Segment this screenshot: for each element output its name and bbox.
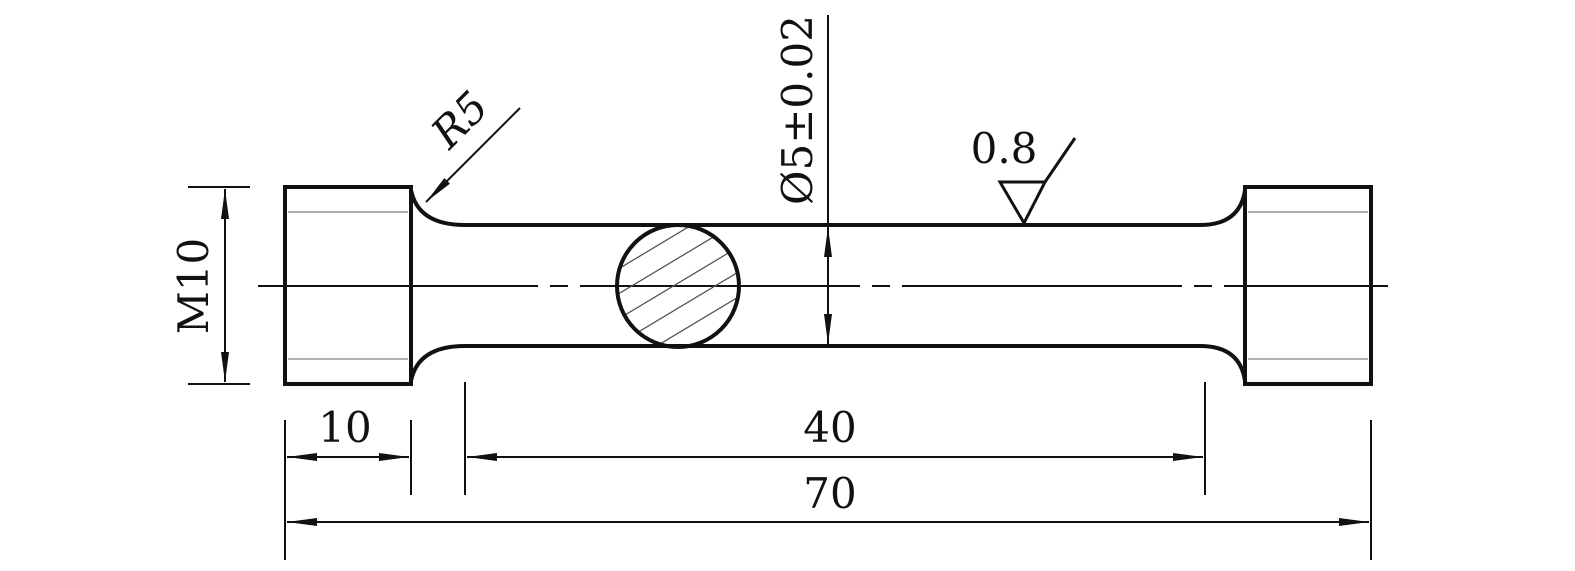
grip-length-dimension: 10 [284,403,412,560]
thread-dimension: M10 [169,186,250,385]
thread-label: M10 [169,238,218,334]
diameter-dimension: Ø5±0.02 [773,15,832,346]
radius-leader: R5 [421,82,521,203]
gauge-section-outline [409,189,1247,382]
grip-length-label: 10 [318,403,371,452]
roughness-label: 0.8 [971,124,1038,173]
roughness-symbol: 0.8 [971,124,1077,227]
total-length-dimension: 70 [287,420,1372,560]
diameter-label: Ø5±0.02 [773,15,822,205]
gauge-length-label: 40 [803,403,856,452]
gauge-length-dimension: 40 [464,382,1206,495]
right-grip [1243,185,1373,386]
left-grip [283,185,413,386]
total-length-label: 70 [803,469,856,518]
radius-label: R5 [421,82,498,159]
